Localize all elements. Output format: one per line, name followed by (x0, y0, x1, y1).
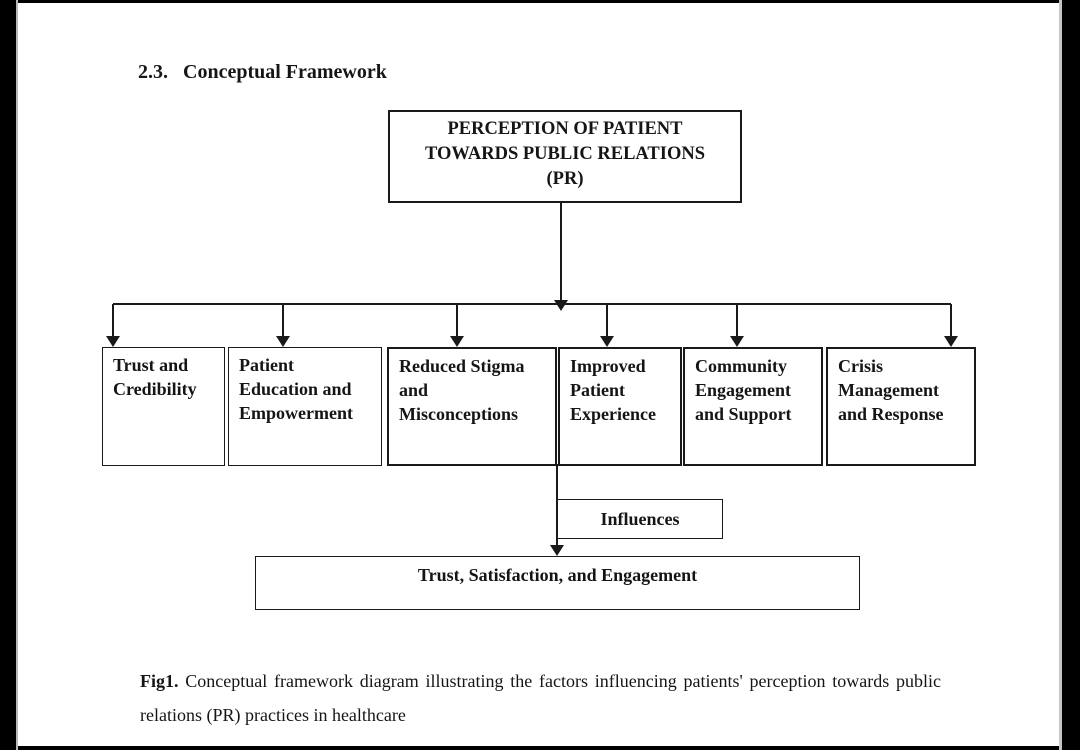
figure-caption-text: Conceptual framework diagram illustratin… (140, 671, 941, 725)
drop-arrowhead-4 (600, 336, 614, 347)
section-title: Conceptual Framework (183, 61, 387, 83)
influences-arrowhead (550, 545, 564, 556)
stem-arrowhead (554, 300, 568, 311)
section-number: 2.3. (138, 61, 168, 83)
drop-arrowhead-3 (450, 336, 464, 347)
outcome-box: Trust, Satisfaction, and Engagement (255, 556, 860, 610)
scan-edge-bottom (0, 746, 1080, 750)
scan-edge-right (1062, 0, 1080, 750)
drop-arrowhead-2 (276, 336, 290, 347)
scan-edge-left (0, 0, 16, 750)
scan-edge-top (0, 0, 1080, 3)
drop-arrowhead-6 (944, 336, 958, 347)
section-heading: 2.3. Conceptual Framework (138, 58, 387, 86)
figure-caption: Fig1. Conceptual framework diagram illus… (140, 664, 941, 732)
drop-arrowhead-5 (730, 336, 744, 347)
influences-box: Influences (557, 499, 723, 539)
influences-label: Influences (600, 508, 680, 529)
drop-arrowhead-1 (106, 336, 120, 347)
outcome-label: Trust, Satisfaction, and Engagement (417, 565, 698, 585)
scan-shadow-left (16, 0, 18, 750)
figure-caption-label: Fig1. (140, 671, 179, 691)
scan-shadow-right (1059, 0, 1062, 750)
